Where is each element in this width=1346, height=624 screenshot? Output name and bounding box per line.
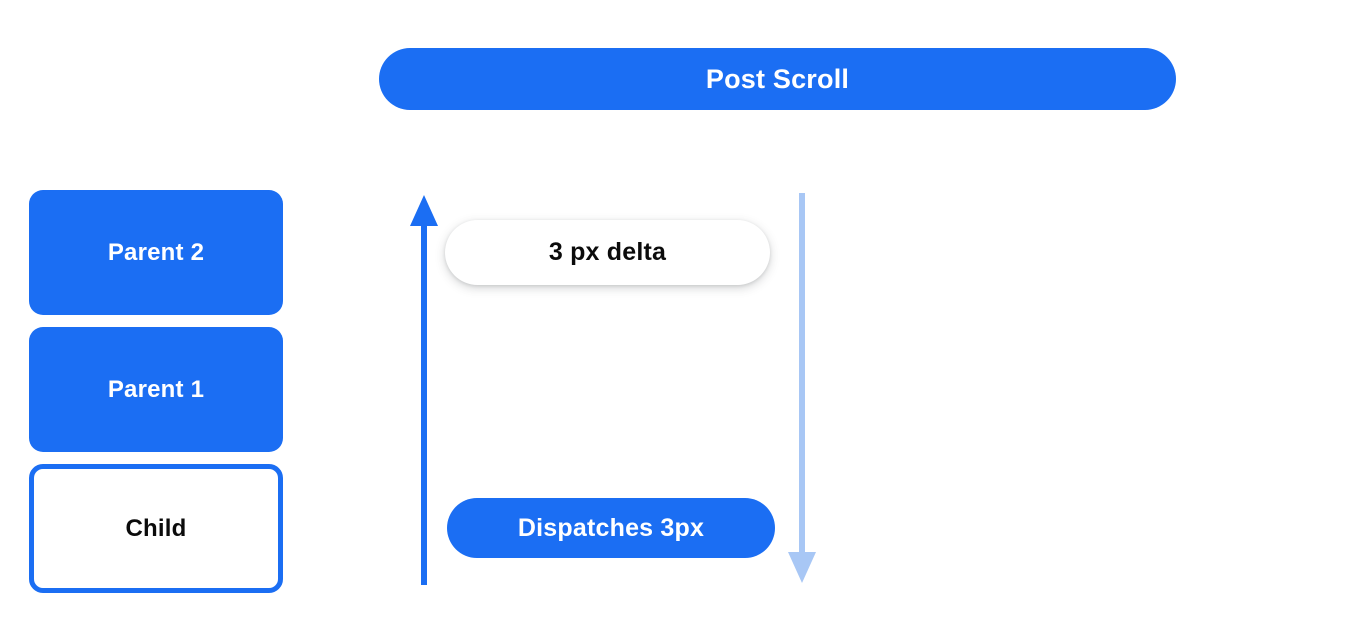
page-title: Post Scroll — [705, 63, 850, 94]
delta-badge: 3 px delta — [445, 220, 770, 285]
dispatch-badge: Dispatches 3px — [447, 498, 775, 558]
node-box-parent-2[interactable]: Parent 2 — [29, 190, 283, 315]
delta-badge-label: 3 px delta — [548, 238, 667, 266]
node-box-label: Child — [125, 514, 187, 542]
node-box-label: Parent 2 — [107, 238, 205, 266]
dispatch-badge-label: Dispatches 3px — [517, 513, 705, 542]
arrow-up-icon — [410, 195, 438, 585]
node-stack: Parent 2 Parent 1 Child — [29, 190, 283, 593]
arrow-down-icon — [788, 193, 816, 583]
node-box-label: Parent 1 — [107, 375, 205, 403]
node-box-parent-1[interactable]: Parent 1 — [29, 327, 283, 452]
diagram-title-banner: Post Scroll — [379, 48, 1176, 110]
node-box-child[interactable]: Child — [29, 464, 283, 593]
